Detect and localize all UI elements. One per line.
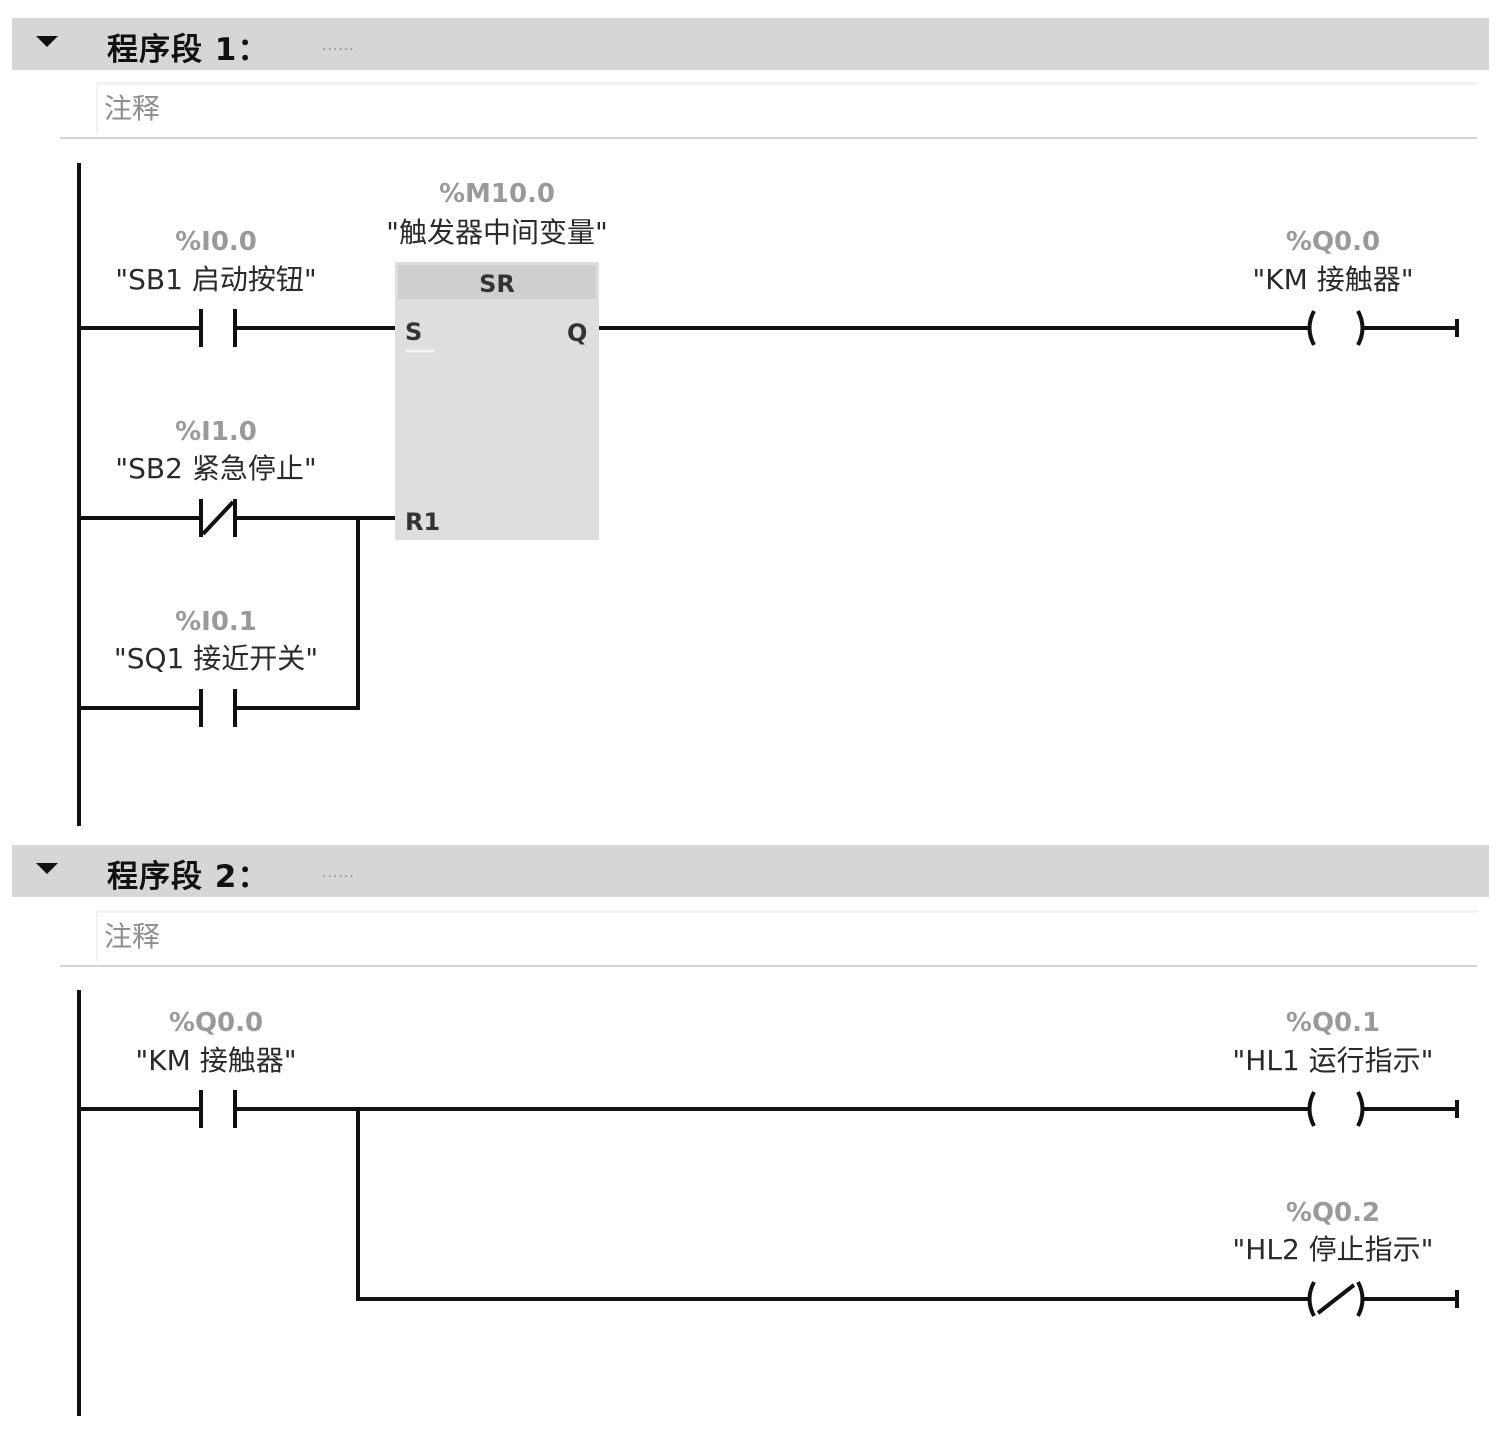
coil-hl2-symbol: "HL2 停止指示" bbox=[1232, 1233, 1433, 1266]
network-2-header[interactable]: 程序段 2： ...... bbox=[12, 845, 1489, 897]
sr-address: %M10.0 bbox=[439, 179, 555, 209]
coil-hl2-address: %Q0.2 bbox=[1286, 1198, 1380, 1228]
network-2-rungs: %Q0.0 "KM 接触器" %Q0.1 "HL1 运行指示" %Q0.2 "H… bbox=[77, 990, 1459, 1416]
network-2-divider bbox=[60, 965, 1477, 967]
collapse-triangle-down-icon[interactable] bbox=[36, 36, 58, 47]
contact-sb2-address: %I1.0 bbox=[175, 417, 257, 447]
contact-sq1-symbol: "SQ1 接近开关" bbox=[114, 642, 318, 675]
network-2-comment: 注释 bbox=[104, 920, 161, 953]
coil-hl1-symbol: "HL1 运行指示" bbox=[1232, 1044, 1433, 1077]
coil-left-paren bbox=[1307, 1091, 1316, 1127]
network-2-comment-field[interactable]: 注释 bbox=[96, 910, 1478, 961]
contact-sb1-symbol: "SB1 启动按钮" bbox=[115, 263, 316, 296]
sr-symbol: "触发器中间变量" bbox=[386, 216, 608, 249]
sr-box-body bbox=[395, 262, 599, 540]
network-1-comment: 注释 bbox=[104, 92, 161, 125]
coil-km-symbol: "KM 接触器" bbox=[1252, 263, 1413, 296]
contact-sb1-address: %I0.0 bbox=[175, 227, 257, 257]
network-1-title: 程序段 1： bbox=[107, 32, 270, 68]
coil-hl2[interactable]: %Q0.2 "HL2 停止指示" bbox=[1232, 1198, 1459, 1317]
network-1-comment-field[interactable]: 注释 bbox=[96, 82, 1478, 133]
contact-km[interactable]: %Q0.0 "KM 接触器" bbox=[79, 1008, 1311, 1301]
coil-left-paren bbox=[1307, 1281, 1316, 1317]
coil-km-address: %Q0.0 bbox=[1286, 227, 1380, 257]
network-2-title-placeholder[interactable]: ...... bbox=[322, 865, 355, 881]
sr-box-title: SR bbox=[479, 270, 515, 298]
coil-hl1[interactable]: %Q0.1 "HL1 运行指示" bbox=[1232, 1008, 1459, 1127]
sr-pin-s: S bbox=[405, 318, 422, 346]
sr-pin-r1: R1 bbox=[405, 508, 440, 536]
network-1-rungs: %I0.0 "SB1 启动按钮" %I1.0 "SB2 紧急停止" %I0.1 … bbox=[77, 163, 1459, 826]
network-1-divider bbox=[60, 137, 1477, 139]
sr-pin-q: Q bbox=[567, 319, 587, 347]
coil-right-paren bbox=[1356, 310, 1365, 346]
coil-negation-slash bbox=[1316, 1283, 1356, 1315]
contact-sq1-address: %I0.1 bbox=[175, 607, 257, 637]
coil-hl1-address: %Q0.1 bbox=[1286, 1008, 1380, 1038]
contact-sb2-symbol: "SB2 紧急停止" bbox=[115, 452, 316, 485]
contact-sb1[interactable]: %I0.0 "SB1 启动按钮" bbox=[79, 227, 395, 347]
contact-sb2[interactable]: %I1.0 "SB2 紧急停止" bbox=[79, 417, 395, 537]
network-1-title-placeholder[interactable]: ...... bbox=[322, 38, 355, 54]
network-2-title: 程序段 2： bbox=[107, 859, 270, 895]
contact-nc-slash bbox=[201, 500, 235, 536]
contact-km-address: %Q0.0 bbox=[169, 1008, 263, 1038]
contact-km-symbol: "KM 接触器" bbox=[135, 1044, 296, 1077]
coil-right-paren bbox=[1356, 1281, 1365, 1317]
sr-flipflop-box[interactable]: %M10.0 "触发器中间变量" SR S Q R1 bbox=[386, 179, 608, 540]
collapse-triangle-down-icon[interactable] bbox=[36, 863, 58, 874]
coil-km[interactable]: %Q0.0 "KM 接触器" bbox=[1252, 227, 1459, 346]
network-1-header[interactable]: 程序段 1： ...... bbox=[12, 18, 1489, 70]
sr-box-title-bar bbox=[398, 265, 596, 299]
coil-right-paren bbox=[1356, 1091, 1365, 1127]
coil-left-paren bbox=[1307, 310, 1316, 346]
contact-sq1[interactable]: %I0.1 "SQ1 接近开关" bbox=[79, 518, 360, 727]
